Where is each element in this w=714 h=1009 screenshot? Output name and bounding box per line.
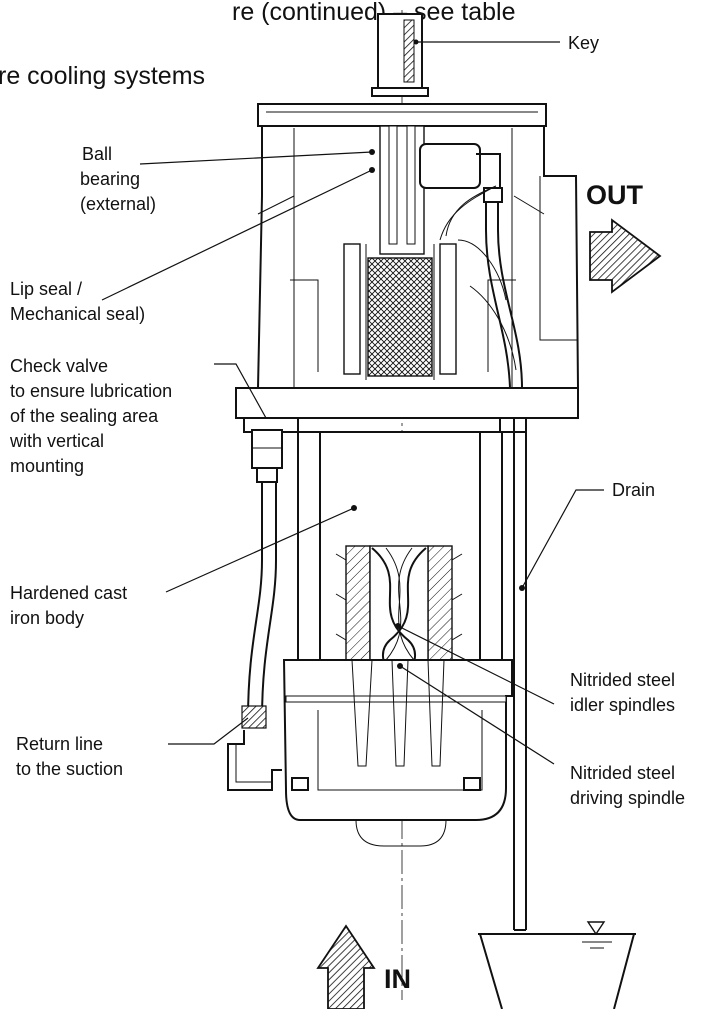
label-check-valve-3: of the sealing area xyxy=(10,406,159,426)
label-check-valve-4: with vertical xyxy=(9,431,104,451)
label-idler-spindles-1: Nitrided steel xyxy=(570,670,675,690)
tank-symbol xyxy=(478,933,636,1009)
shaft xyxy=(377,13,423,93)
in-arrow xyxy=(316,924,376,1009)
label-drain: Drain xyxy=(612,480,655,500)
label-lip-seal-1: Lip seal / xyxy=(10,279,82,299)
label-hardened-body-2: iron body xyxy=(10,608,84,628)
label-ball-bearing-2: bearing xyxy=(80,169,140,189)
label-hardened-body-1: Hardened cast xyxy=(10,583,127,603)
leader-lines xyxy=(101,39,604,765)
label-ball-bearing-3: (external) xyxy=(80,194,156,214)
label-check-valve-1: Check valve xyxy=(10,356,108,376)
header-line-1: re (continued) – see table xyxy=(232,0,516,26)
label-driving-spindle-2: driving spindle xyxy=(570,788,685,808)
pump-drawing xyxy=(227,10,662,1009)
drain-pipe xyxy=(513,418,527,931)
seal-chamber xyxy=(419,143,481,189)
mid-flange xyxy=(235,387,579,419)
check-valve xyxy=(251,429,283,469)
label-in: IN xyxy=(384,964,411,994)
label-out: OUT xyxy=(586,180,644,210)
top-flange xyxy=(257,103,547,127)
label-idler-spindles-2: idler spindles xyxy=(570,695,675,715)
label-return-line-1: Return line xyxy=(16,734,103,754)
label-driving-spindle-1: Nitrided steel xyxy=(570,763,675,783)
label-lip-seal-2: Mechanical seal) xyxy=(10,304,145,324)
label-check-valve-2: to ensure lubrication xyxy=(10,381,172,401)
shaft-key xyxy=(403,19,415,83)
shaft-collar xyxy=(371,87,429,97)
out-arrow xyxy=(589,218,662,294)
label-ball-bearing-1: Ball xyxy=(82,144,112,164)
label-key: Key xyxy=(568,33,599,53)
coupling xyxy=(367,257,433,377)
header-line-2: re cooling systems xyxy=(0,62,205,90)
label-return-line-2: to the suction xyxy=(16,759,123,779)
label-check-valve-5: mounting xyxy=(10,456,84,476)
